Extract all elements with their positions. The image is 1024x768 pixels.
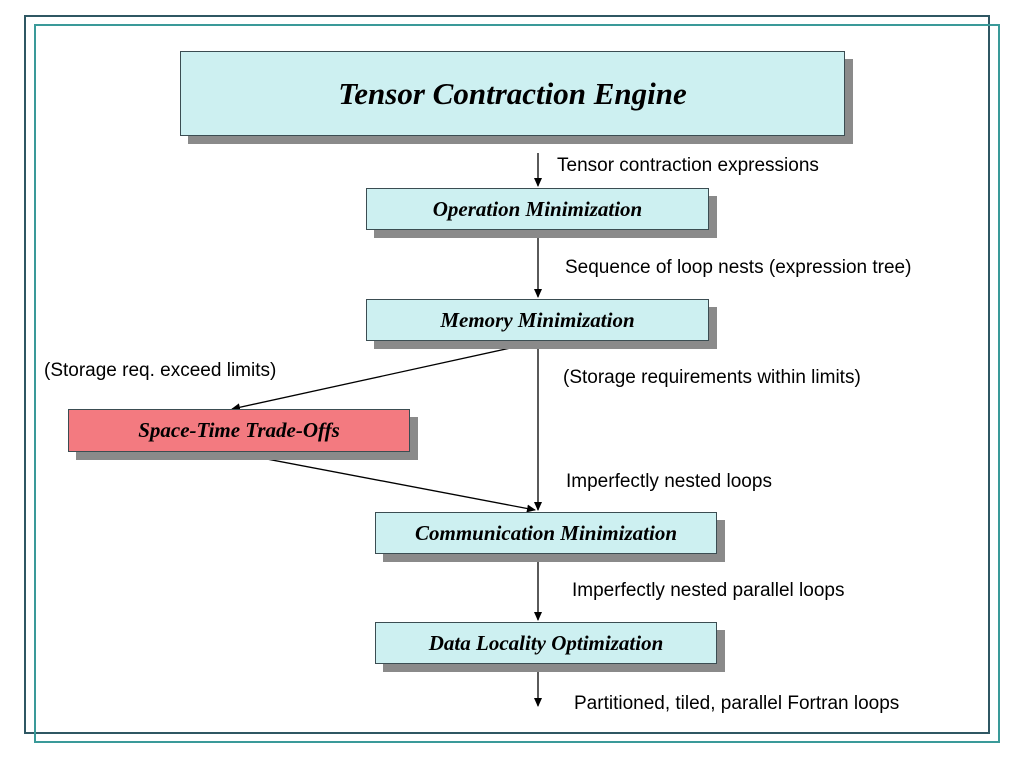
label-storage-exceed: (Storage req. exceed limits) <box>44 360 277 381</box>
data-locality-optimization-box: Data Locality Optimization <box>375 622 717 664</box>
slide-frame-outer <box>24 15 990 734</box>
label-op-to-mem: Sequence of loop nests (expression tree) <box>565 257 912 278</box>
operation-minimization-box: Operation Minimization <box>366 188 709 230</box>
space-time-tradeoffs-box: Space-Time Trade-Offs <box>68 409 410 452</box>
arrow-spacetime-to-comm <box>229 451 536 513</box>
label-input: Tensor contraction expressions <box>557 155 819 176</box>
label-imperfect-loops: Imperfectly nested loops <box>566 471 772 492</box>
slide-frame-inner <box>34 24 1000 743</box>
title-box: Tensor Contraction Engine <box>180 51 845 136</box>
arrow-mem-to-spacetime <box>231 341 539 412</box>
label-storage-within: (Storage requirements within limits) <box>563 367 861 388</box>
label-output: Partitioned, tiled, parallel Fortran loo… <box>574 693 900 714</box>
memory-minimization-box: Memory Minimization <box>366 299 709 341</box>
communication-minimization-box: Communication Minimization <box>375 512 717 554</box>
label-parallel-loops: Imperfectly nested parallel loops <box>572 580 845 601</box>
